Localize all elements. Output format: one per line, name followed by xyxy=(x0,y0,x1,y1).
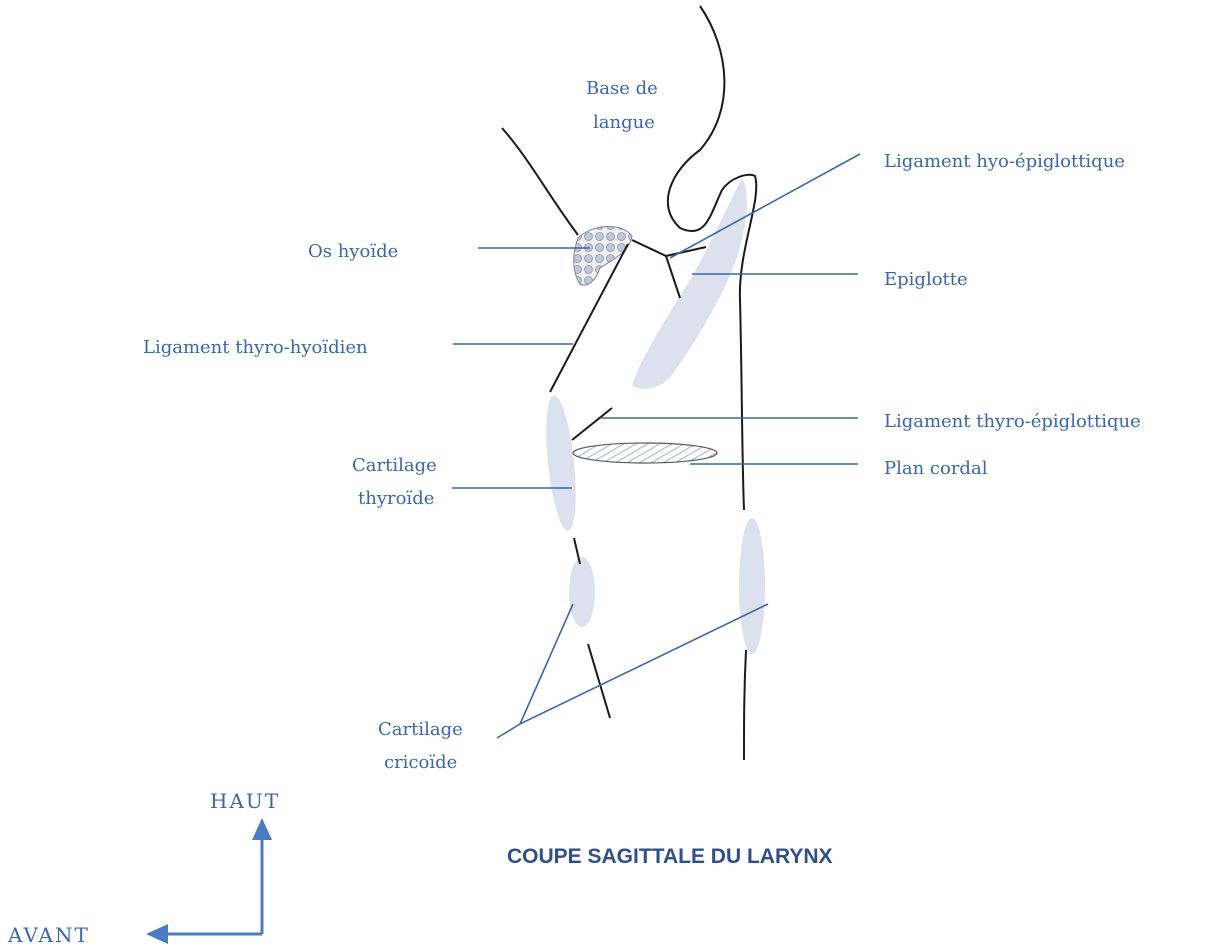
label-base-langue-line2: langue xyxy=(593,112,655,133)
orientation-up-label: HAUT xyxy=(210,789,280,813)
label-ligament-hyo-epiglottique: Ligament hyo-épiglottique xyxy=(884,151,1125,172)
label-plan-cordal: Plan cordal xyxy=(884,458,988,479)
cricoid-cartilage-back-shape xyxy=(739,518,765,654)
labels: Base de langue Ligament hyo-épiglottique… xyxy=(143,78,1141,773)
label-cartilage-cricoide-line2: cricoïde xyxy=(384,752,457,773)
thyroid-cartilage-shape xyxy=(541,394,581,532)
tongue-base-outline xyxy=(502,128,578,235)
label-cartilage-thyroide-line2: thyroïde xyxy=(358,488,434,509)
orientation-indicator: HAUT AVANT xyxy=(7,789,280,947)
label-ligament-thyro-epiglottique: Ligament thyro-épiglottique xyxy=(884,411,1141,432)
orientation-front-label: AVANT xyxy=(7,923,90,947)
thyroepiglottic-ligament-outline xyxy=(572,408,612,440)
vocal-plane-shape xyxy=(573,443,717,463)
leader-cricoide xyxy=(497,604,768,738)
label-cartilage-cricoide-line1: Cartilage xyxy=(378,719,463,740)
diagram-title: COUPE SAGITTALE DU LARYNX xyxy=(507,845,833,868)
left-arrow-icon xyxy=(146,924,168,944)
up-arrow-icon xyxy=(252,818,272,840)
hyoid-bone-shape xyxy=(574,226,632,285)
label-epiglotte: Epiglotte xyxy=(884,269,968,290)
label-base-langue-line1: Base de xyxy=(586,78,658,99)
label-cartilage-thyroide-line1: Cartilage xyxy=(352,455,437,476)
cricoid-cartilage-front-shape xyxy=(569,557,595,627)
epiglottis-shape xyxy=(632,178,747,389)
posterior-pharynx-lower-outline xyxy=(744,650,746,760)
label-ligament-thyro-hyoidien: Ligament thyro-hyoïdien xyxy=(143,337,368,358)
cricothyroid-lower-outline xyxy=(588,644,610,718)
leader-hyoepiglottic xyxy=(670,154,860,258)
label-os-hyoide: Os hyoïde xyxy=(308,241,398,262)
